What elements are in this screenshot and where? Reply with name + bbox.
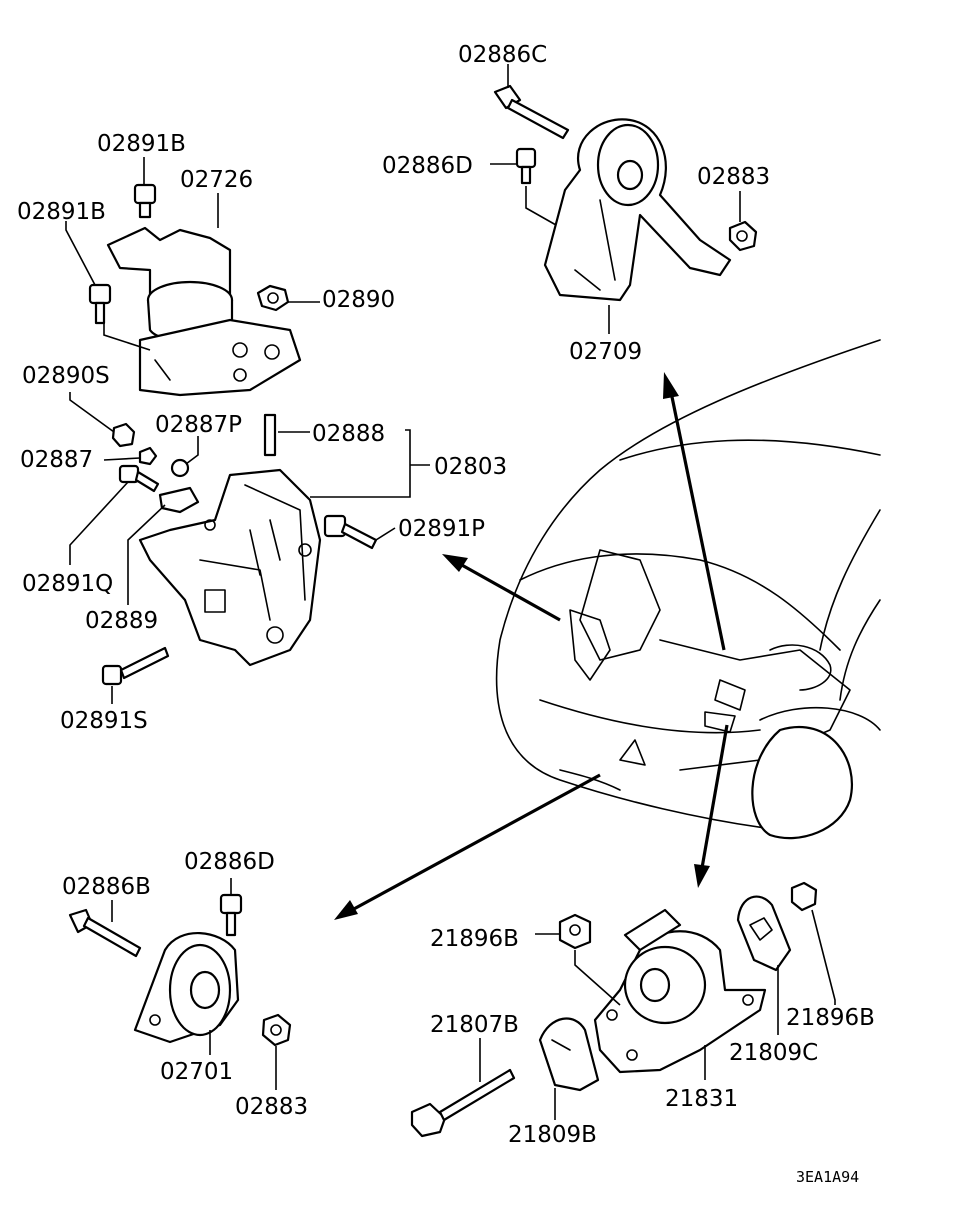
label-21809C: 21809C (729, 1040, 818, 1066)
label-02886D-bottom: 02886D (184, 849, 275, 875)
label-02726: 02726 (180, 167, 253, 193)
nut-02883-bottom (261, 1013, 292, 1047)
label-02886D-top: 02886D (382, 153, 473, 179)
nut-02890 (256, 284, 290, 312)
label-02891Q: 02891Q (22, 571, 113, 597)
bolt-02891B-a (133, 183, 157, 219)
label-02803: 02803 (434, 454, 507, 480)
bolt-21807B (410, 1068, 516, 1138)
label-21809B: 21809B (508, 1122, 597, 1148)
stud-02888 (263, 413, 277, 457)
leader-lines (65, 64, 836, 1120)
vehicle-front-outline (495, 339, 881, 840)
label-02890: 02890 (322, 287, 395, 313)
bolt-02886D-top (515, 147, 537, 185)
bolt-02891P (323, 514, 378, 550)
label-02709: 02709 (569, 339, 642, 365)
label-02887P: 02887P (155, 412, 242, 438)
bolt-02886D-bottom (219, 893, 243, 937)
label-02891S: 02891S (60, 708, 148, 734)
nut-21896B-right (790, 881, 818, 912)
part-02701-mount (133, 932, 240, 1044)
bolt-02891Q (118, 464, 160, 493)
label-02891P: 02891P (398, 516, 485, 542)
label-02886B: 02886B (62, 874, 151, 900)
arrow-to-02701 (334, 773, 601, 920)
label-21807B: 21807B (430, 1012, 519, 1038)
stopper-21809C (736, 895, 792, 972)
nut-02883-top (728, 220, 758, 252)
label-02883-top: 02883 (697, 164, 770, 190)
part-02709-mount-bracket (543, 118, 732, 302)
label-02701: 02701 (160, 1059, 233, 1085)
label-02887: 02887 (20, 447, 93, 473)
bolt-02891B-b (88, 283, 112, 325)
nut-02890S (111, 422, 136, 448)
part-number-labels: 02886C 02886D 02883 02709 02891B 02726 0… (17, 42, 875, 1186)
part-02803-bracket (138, 468, 322, 667)
bolt-02886B (68, 908, 142, 958)
label-02891B-a: 02891B (97, 131, 186, 157)
bolt-02891S (101, 646, 170, 686)
stopper-21809B (538, 1017, 600, 1092)
arrow-to-02803 (442, 554, 561, 622)
label-21896B-left: 21896B (430, 926, 519, 952)
label-21831: 21831 (665, 1086, 738, 1112)
washer-02887P (170, 458, 190, 478)
nut-21896B-left (558, 913, 592, 950)
label-02891B-b: 02891B (17, 199, 106, 225)
arrow-to-02709 (663, 372, 726, 651)
part-21831-mount (593, 908, 767, 1074)
arrow-to-21831 (694, 724, 729, 888)
figure-code: 3EA1A94 (796, 1168, 859, 1186)
label-02883-bottom: 02883 (235, 1094, 308, 1120)
plate-02889 (158, 486, 200, 514)
label-02890S: 02890S (22, 363, 110, 389)
label-02888: 02888 (312, 421, 385, 447)
label-21896B-right: 21896B (786, 1005, 875, 1031)
part-02726-insulator (106, 226, 302, 397)
label-02886C: 02886C (458, 42, 547, 68)
label-02889: 02889 (85, 608, 158, 634)
washer-02887 (138, 446, 158, 466)
bolt-02886C (493, 84, 570, 140)
